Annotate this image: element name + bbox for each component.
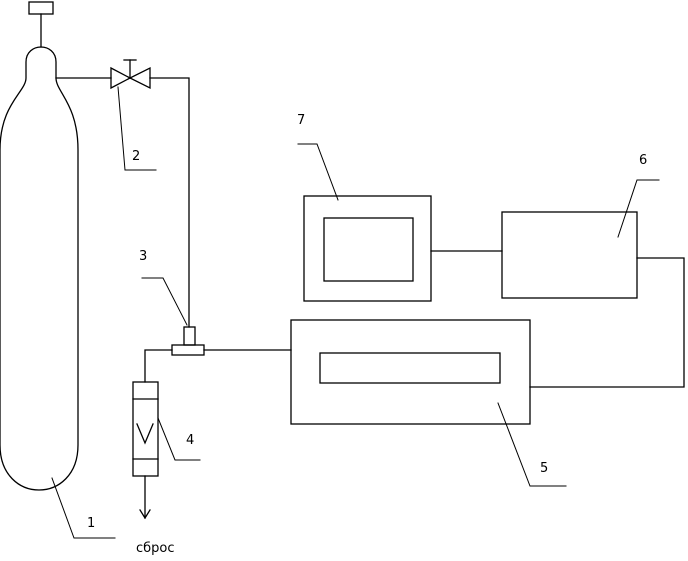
callout-leaders [51, 86, 660, 539]
leader-2 [117, 86, 157, 171]
control-unit [501, 211, 638, 299]
leader-1 [51, 477, 116, 539]
label-discharge: сброс [136, 541, 175, 556]
leader-6 [617, 179, 660, 238]
label-flowmeter: 4 [186, 433, 195, 448]
label-valve: 2 [132, 149, 141, 164]
analyzer-unit [290, 319, 531, 425]
control-to-analyzer-line [529, 257, 685, 388]
gas-line [55, 77, 190, 328]
gas-cylinder [0, 1, 79, 491]
valve [110, 59, 151, 90]
label-analyzer-unit: 5 [540, 461, 549, 476]
leader-4 [157, 417, 201, 461]
leader-3 [141, 277, 188, 326]
flowmeter [132, 381, 159, 520]
label-monitor: 7 [297, 113, 306, 128]
tee-to-flowmeter-line [144, 349, 173, 383]
label-gas-cylinder: 1 [87, 516, 96, 531]
label-control-unit: 6 [639, 153, 648, 168]
leader-7 [297, 143, 339, 201]
tee-fitting [171, 326, 205, 356]
label-tee-fitting: 3 [139, 249, 148, 264]
monitor [303, 195, 432, 302]
leader-5 [497, 402, 567, 487]
